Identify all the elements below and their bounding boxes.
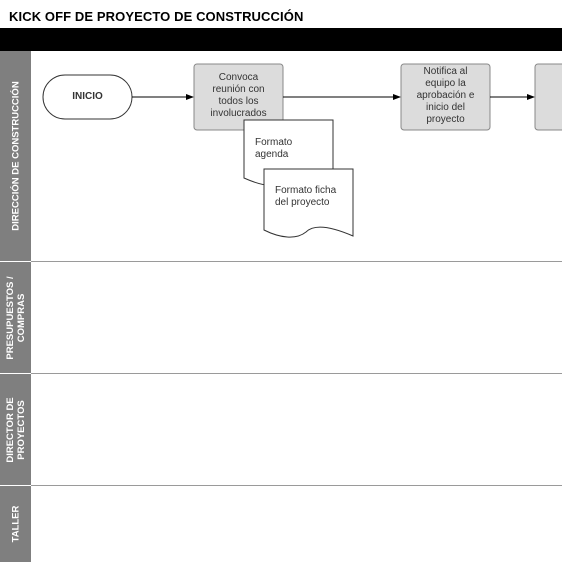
process-next-partial[interactable] [534,63,562,131]
process-notifica-label: Notifica al equipo la aprobación e inici… [416,66,475,125]
process-next-partial-label: R in del [545,72,562,108]
lane-label-presupuestos: PRESUPUESTOS / COMPRAS [0,262,31,373]
page-title: KICK OFF DE PROYECTO DE CONSTRUCCIÓN [9,9,304,24]
lane-separator [31,373,562,374]
header-bar [0,28,562,51]
document-agenda-label: Formato agenda [255,137,293,160]
document-ficha-label: Formato ficha del proyecto [275,185,337,208]
lane-label-director: DIRECTOR DE PROYECTOS [0,374,31,485]
lane-separator [31,485,562,486]
lane-label-direccion: DIRECCIÓN DE CONSTRUCCIÓN [0,51,31,261]
lane-separator [31,261,562,262]
start-label: INICIO [72,91,103,102]
document-ficha[interactable] [263,168,354,238]
process-convoca-label: Convoca reunión con todos los involucrad… [210,72,267,119]
lane-label-taller: TALLER [0,486,31,562]
